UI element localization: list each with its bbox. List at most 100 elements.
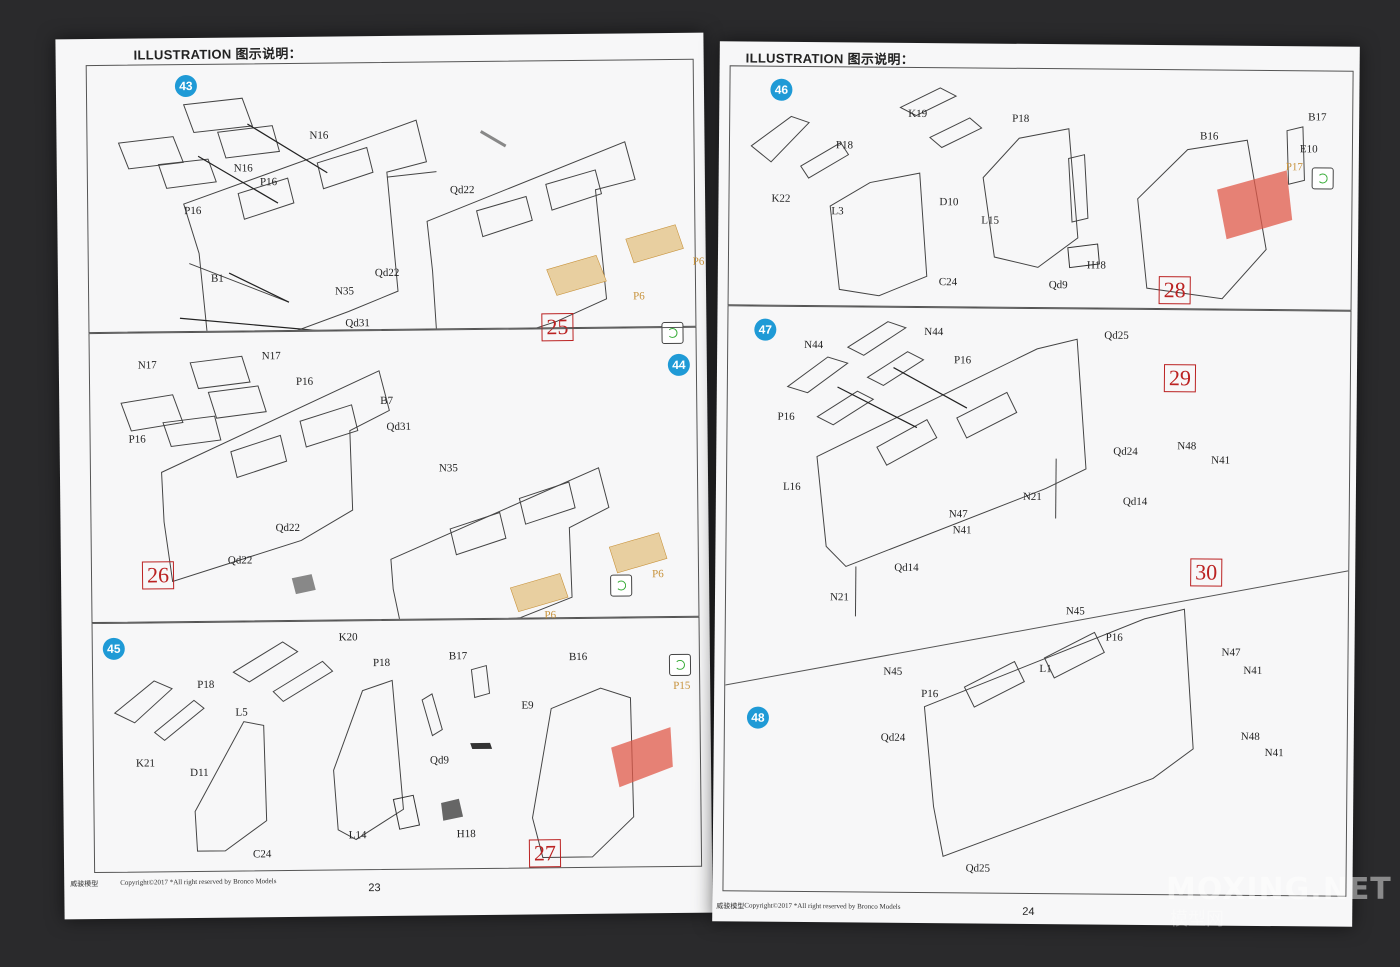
- part-label: C24: [938, 276, 958, 289]
- part-label: N44: [804, 338, 824, 352]
- step-badge-45: 45: [102, 637, 125, 660]
- part-label: Qd24: [1113, 445, 1138, 458]
- reference-box-26: 26: [141, 561, 175, 590]
- part-label: N47: [948, 508, 968, 521]
- part-label: N41: [952, 524, 972, 537]
- part-label: B1: [210, 272, 224, 285]
- part-label: N16: [233, 162, 253, 175]
- part-label: B16: [568, 650, 588, 664]
- part-label: N48: [1240, 730, 1260, 743]
- part-label: L15: [981, 214, 1000, 227]
- step-badge-43: 43: [174, 74, 198, 98]
- part-label: N17: [137, 359, 157, 372]
- part-label: D11: [190, 766, 209, 780]
- page-number: 23: [368, 882, 381, 895]
- glue-icon: [1311, 167, 1334, 190]
- part-label: Qd25: [1104, 329, 1129, 342]
- part-label: N41: [1243, 664, 1263, 677]
- part-label: Qd22: [275, 521, 301, 535]
- step-46-drawing: [750, 87, 1305, 300]
- part-label: Qd14: [1122, 495, 1148, 508]
- part-label: K22: [771, 192, 791, 205]
- part-label: E10: [1299, 143, 1318, 156]
- part-label: N21: [829, 591, 850, 604]
- part-label: N45: [883, 665, 903, 678]
- step-43-drawing: [117, 97, 684, 333]
- part-label: P16: [954, 354, 972, 367]
- left-page: ILLUSTRATION 图示说明：: [55, 32, 713, 920]
- page-number: 24: [1022, 905, 1035, 919]
- part-label: N17: [261, 350, 281, 363]
- part-label: P6: [651, 568, 664, 581]
- step-44-drawing: [120, 355, 668, 623]
- footer-copyright: Copyright©2017 *All right reserved by Br…: [120, 877, 277, 887]
- reference-box-28: 28: [1158, 276, 1191, 305]
- part-label: Qd25: [965, 862, 991, 875]
- part-label: Qd14: [894, 561, 919, 574]
- reference-box-27: 27: [528, 839, 562, 868]
- step-47-48-drawing: [725, 321, 1349, 857]
- part-label: Qd24: [880, 731, 906, 744]
- watermark-sub: 模型网: [1170, 909, 1224, 930]
- part-label: P16: [259, 176, 278, 189]
- step-45-drawing: [113, 641, 673, 858]
- right-page: ILLUSTRATION 图示说明： 46 28 K19 P18 P18 K22: [712, 41, 1360, 927]
- part-label: P18: [197, 678, 215, 691]
- footer-brand: 威骏模型: [70, 880, 99, 889]
- part-label: Qd22: [227, 554, 253, 567]
- part-label: L1: [1039, 663, 1052, 676]
- part-label: P16: [295, 375, 314, 388]
- part-label: P16: [128, 433, 146, 446]
- part-label: Qd9: [1048, 279, 1068, 292]
- watermark-main: MOXING.NET: [1166, 872, 1392, 907]
- part-label: B17: [1308, 111, 1327, 124]
- part-label: P15: [673, 679, 691, 692]
- part-label: Qd31: [386, 420, 412, 433]
- part-label: P16: [1105, 631, 1123, 644]
- glue-icon: [668, 653, 692, 677]
- part-label: B7: [380, 394, 394, 408]
- part-label: P18: [372, 656, 391, 670]
- part-label: Qd22: [374, 266, 400, 280]
- part-label: P6: [633, 290, 645, 303]
- step-badge-46: 46: [770, 78, 793, 101]
- part-label: N41: [1211, 454, 1231, 467]
- part-label: Qd9: [429, 754, 449, 767]
- part-label: H18: [456, 828, 476, 841]
- part-label: L16: [782, 480, 801, 493]
- part-label: N44: [924, 326, 944, 339]
- step-45-panel: 45 27 K20 P18 P18 L5 K21 D11 C24 B17 B16…: [91, 616, 703, 874]
- part-label: N21: [1022, 490, 1042, 504]
- part-label: K19: [908, 107, 928, 121]
- part-label: N48: [1177, 440, 1197, 453]
- step-badge-47: 47: [754, 318, 777, 341]
- part-label: N35: [335, 285, 355, 298]
- part-label: L5: [235, 706, 248, 719]
- step-44-panel: 44 26 N17 N17 P16 P16 B7 Qd31 N35 Qd22 Q…: [88, 326, 700, 624]
- step-badge-48: 48: [746, 706, 770, 729]
- part-label: P17: [1285, 161, 1303, 174]
- step-badge-44: 44: [667, 353, 690, 377]
- part-label: P18: [835, 139, 854, 152]
- part-label: B16: [1199, 130, 1219, 143]
- part-label: P16: [184, 204, 202, 218]
- part-label: H18: [1086, 259, 1106, 272]
- part-label: N16: [309, 129, 329, 142]
- part-label: K20: [338, 631, 358, 644]
- step-46-panel: 46 28 K19 P18 P18 K22 L3 D10 C24 L15 H18…: [727, 65, 1354, 311]
- part-label: Qd31: [345, 317, 370, 330]
- part-label: L3: [831, 205, 844, 218]
- footer-brand: 威骏模型: [716, 902, 745, 911]
- footer-copyright: Copyright©2017 *All right reserved by Br…: [744, 901, 901, 911]
- part-label: P16: [921, 688, 939, 701]
- part-label: Qd22: [449, 184, 475, 197]
- reference-box-30: 30: [1190, 558, 1223, 587]
- part-label: C24: [252, 848, 272, 861]
- part-label: P16: [777, 410, 795, 423]
- page-header: ILLUSTRATION 图示说明：: [133, 45, 303, 63]
- reference-box-29: 29: [1163, 364, 1197, 393]
- part-label: P6: [692, 255, 705, 268]
- part-label: N41: [1264, 747, 1284, 760]
- part-label: E9: [521, 699, 534, 712]
- part-label: K21: [135, 757, 156, 770]
